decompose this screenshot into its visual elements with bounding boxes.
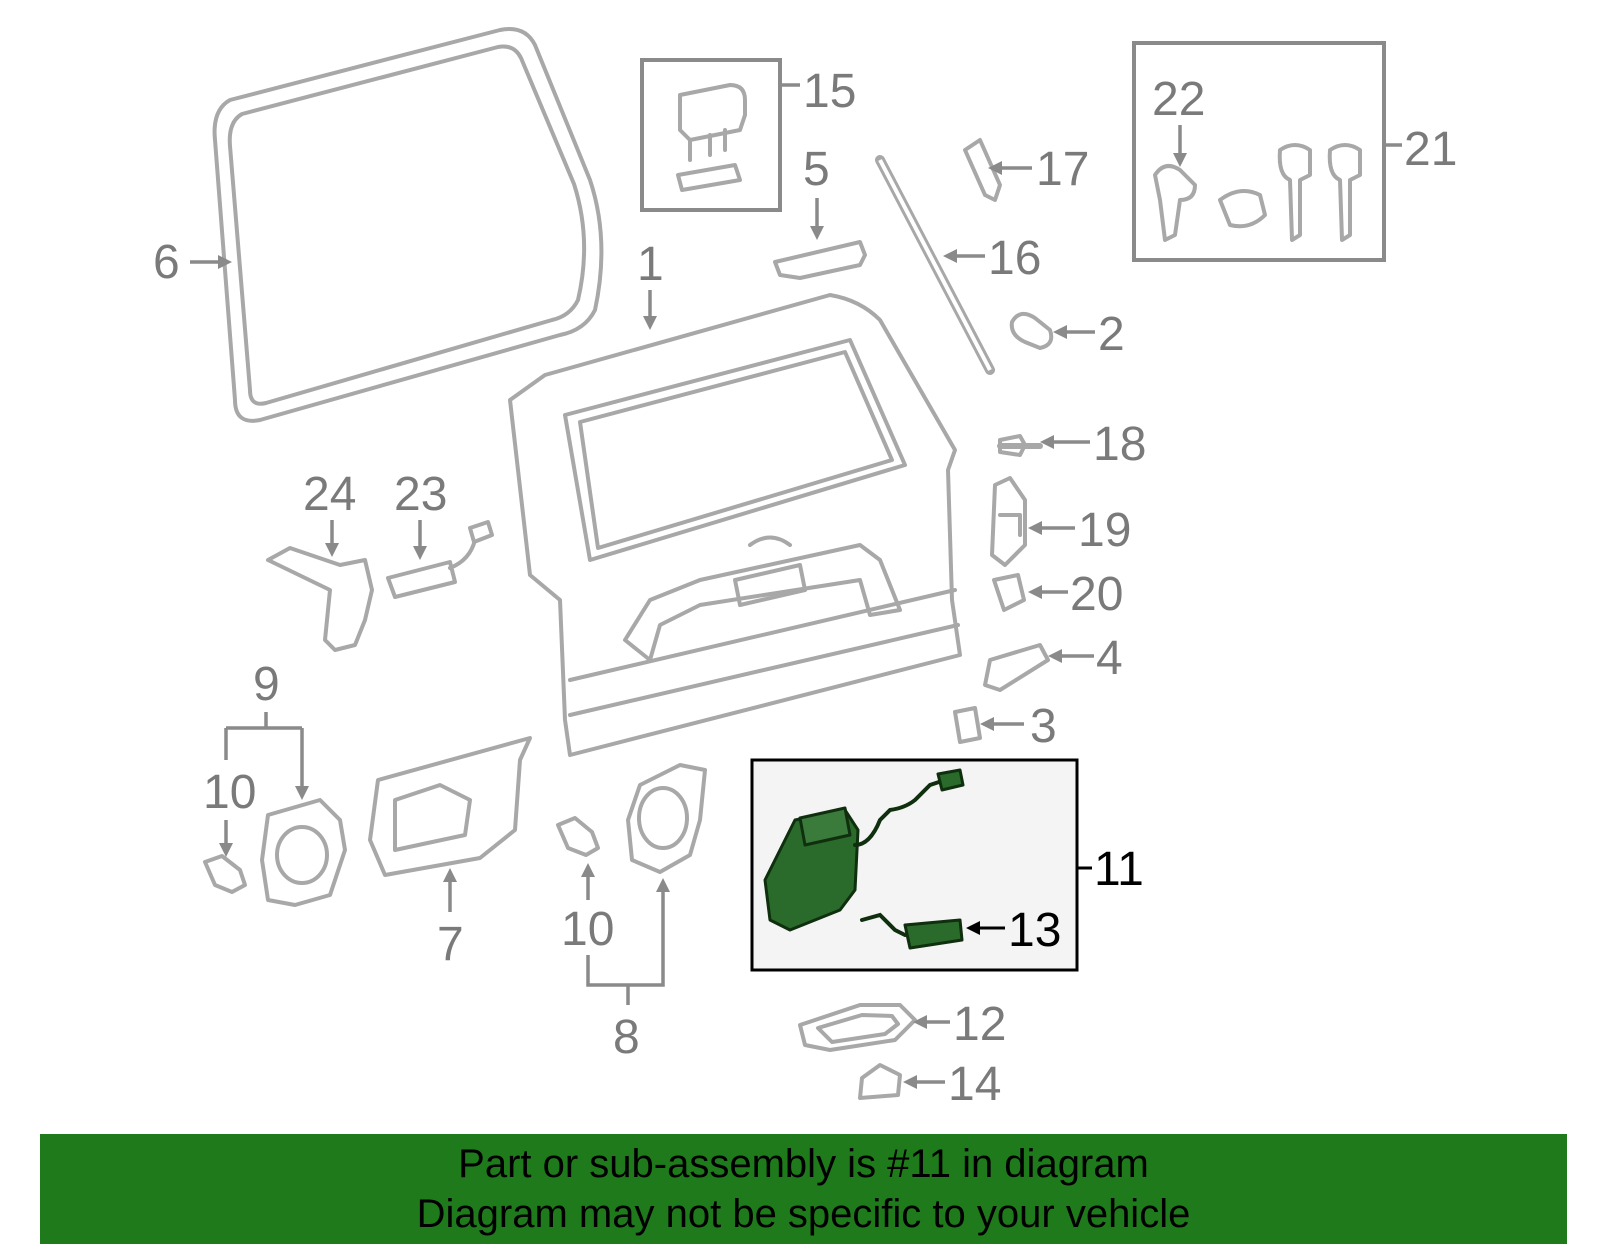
callout-7: 7 [437,868,464,971]
part-10-clip-left [203,854,247,894]
callout-19-number: 19 [1078,504,1131,557]
callout-2: 2 [1053,308,1125,361]
callout-6-number: 6 [153,236,180,289]
part-1-back-door [508,293,962,757]
callout-10-center: 10 [561,863,614,956]
callout-12: 12 [913,998,1006,1051]
callout-10-center-number: 10 [561,903,614,956]
callout-4: 4 [1048,632,1123,685]
part-8-cover [626,763,707,874]
part-15-hinge [640,58,782,212]
callout-18-number: 18 [1093,418,1146,471]
callout-19: 19 [1028,504,1131,557]
callout-16-number: 16 [988,232,1041,285]
callout-5: 5 [803,143,830,240]
callout-14: 14 [903,1058,1001,1111]
callout-24: 24 [303,468,356,557]
part-20-spacer [992,573,1026,612]
callout-21-number: 21 [1404,123,1457,176]
callout-7-number: 7 [437,918,464,971]
callout-20-number: 20 [1070,568,1123,621]
callout-10-left-number: 10 [203,766,256,819]
callout-8: 8 [586,878,670,1064]
callout-1: 1 [637,238,664,330]
part-3-cushion [953,706,982,744]
part-24-bracket [266,546,374,652]
callout-5-number: 5 [803,143,830,196]
info-banner: Part or sub-assembly is #11 in diagram D… [40,1134,1567,1244]
callout-13: 13 [966,904,1061,957]
callout-23-number: 23 [394,468,447,521]
callout-15: 15 [780,65,856,118]
callout-4-number: 4 [1096,632,1123,685]
callout-22-number: 22 [1152,73,1205,126]
callout-8-number: 8 [613,1011,640,1064]
callout-12-number: 12 [953,998,1006,1051]
callout-11-number: 11 [1094,843,1144,896]
callout-3-number: 3 [1030,700,1057,753]
callout-15-number: 15 [803,65,856,118]
callout-20: 20 [1028,568,1123,621]
banner-line-2: Diagram may not be specific to your vehi… [416,1192,1191,1236]
part-12-seal [798,1003,917,1052]
callout-17-number: 17 [1036,143,1089,196]
callout-1-number: 1 [637,238,664,291]
callout-10-left: 10 [203,766,256,857]
part-18-bolt [997,434,1043,457]
callout-17: 17 [988,143,1089,196]
callout-11: 11 [1077,843,1144,896]
part-2-bumper [1009,311,1054,350]
part-19-striker [990,476,1027,567]
callout-6: 6 [153,236,232,289]
part-10-clip-center [556,816,600,857]
callout-2-number: 2 [1098,308,1125,361]
callout-3: 3 [980,700,1057,753]
callout-13-number: 13 [1008,904,1061,957]
part-21-lock-set [1132,41,1386,262]
part-14-bracket [858,1063,902,1100]
banner-line-1: Part or sub-assembly is #11 in diagram [458,1142,1149,1186]
part-16-strut [875,155,995,375]
callout-21: 21 [1384,123,1457,176]
part-11-lock-assembly [750,758,1079,972]
callout-9-number: 9 [253,658,280,711]
callout-22: 22 [1152,73,1205,167]
callout-9: 9 [224,658,309,800]
callout-14-number: 14 [948,1058,1001,1111]
part-5-bracket [773,240,867,280]
part-7-trim [368,736,532,877]
part-23-switch [386,520,494,599]
callout-18: 18 [1040,418,1146,471]
part-6-weatherstrip [212,27,604,423]
callout-24-number: 24 [303,468,356,521]
part-4-guide [983,643,1050,692]
part-9-cover [260,798,347,907]
callout-16: 16 [943,232,1041,285]
part-17-clip [963,138,1002,202]
callout-23: 23 [394,468,447,560]
